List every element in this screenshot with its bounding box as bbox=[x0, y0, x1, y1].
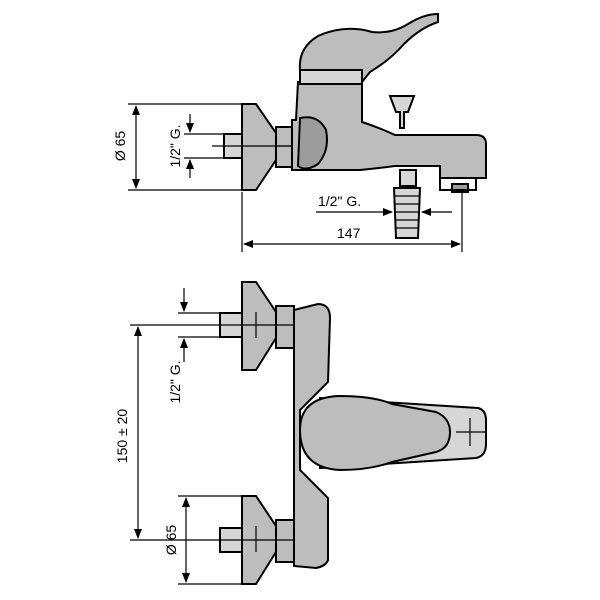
upper-hex-nut bbox=[275, 305, 295, 349]
lever-handle bbox=[298, 12, 439, 83]
side-view: Ø 65 1/2" G. 1/2" G. 147 bbox=[112, 12, 487, 252]
spout-outlet bbox=[451, 183, 469, 193]
shower-connector bbox=[399, 169, 417, 187]
handle-base bbox=[299, 69, 363, 85]
centres-label: 150 ± 20 bbox=[114, 409, 130, 464]
upper-wall-flange bbox=[241, 281, 277, 371]
body-side-cap bbox=[296, 116, 328, 170]
front-view: 1/2" G. 150 ± 20 Ø 65 bbox=[114, 281, 487, 585]
front-diameter-label: Ø 65 bbox=[163, 525, 179, 556]
side-diameter-label: Ø 65 bbox=[112, 131, 128, 162]
lower-hex-nut bbox=[275, 519, 295, 563]
wall-flange bbox=[241, 103, 277, 191]
side-thread-label: 1/2" G. bbox=[167, 124, 183, 167]
length-label: 147 bbox=[337, 225, 361, 241]
mixer-body bbox=[291, 81, 487, 179]
hex-nut bbox=[275, 126, 293, 168]
shower-thread-label: 1/2" G. bbox=[318, 193, 361, 209]
lever-handle-front bbox=[298, 394, 452, 472]
front-thread-label: 1/2" G. bbox=[167, 360, 183, 403]
diverter-knob bbox=[388, 95, 416, 129]
shower-hose bbox=[392, 187, 422, 239]
mixer-body-front bbox=[293, 302, 332, 570]
